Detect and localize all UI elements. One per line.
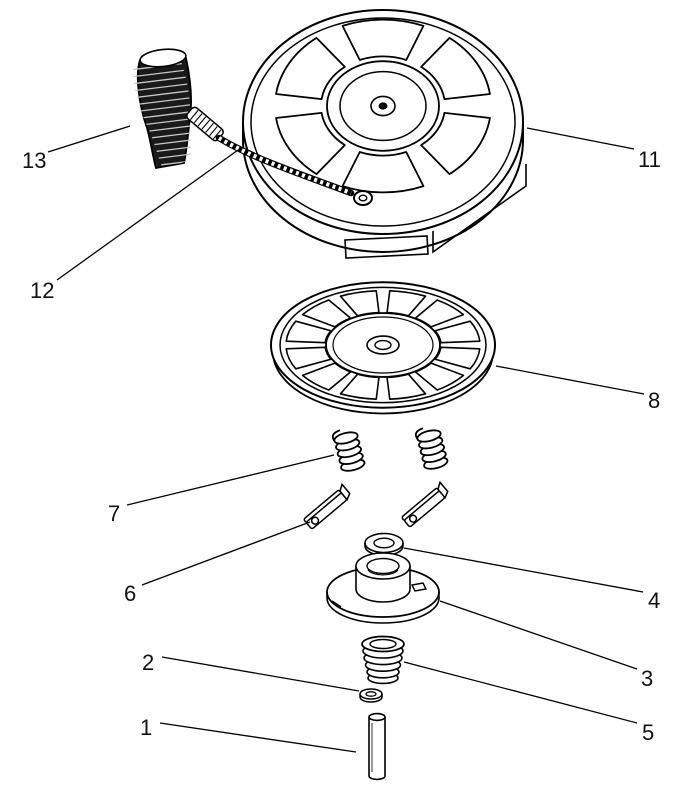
rope-anchor bbox=[186, 106, 224, 142]
callout-5-line bbox=[403, 661, 638, 724]
callout-8: 8 bbox=[495, 365, 660, 413]
callout-6-line bbox=[141, 521, 311, 586]
callout-1-line bbox=[159, 722, 357, 753]
callout-13-label: 13 bbox=[22, 148, 46, 173]
callout-6: 6 bbox=[124, 521, 311, 606]
callout-2: 2 bbox=[142, 650, 360, 692]
callout-8-line bbox=[495, 365, 645, 395]
callout-1-label: 1 bbox=[140, 715, 152, 740]
small-washer-drawing bbox=[359, 688, 383, 703]
starter-rope-drawing bbox=[215, 134, 373, 206]
callout-5-label: 5 bbox=[642, 720, 654, 745]
pivot-pin-drawing bbox=[368, 712, 386, 781]
callout-4-label: 4 bbox=[648, 588, 660, 613]
callout-7-line bbox=[126, 454, 335, 506]
callout-11-label: 11 bbox=[638, 147, 661, 172]
return-spring-left bbox=[331, 429, 367, 474]
return-spring-right bbox=[414, 427, 450, 472]
callout-13: 13 bbox=[22, 125, 131, 173]
callout-12: 12 bbox=[30, 149, 239, 303]
callout-3-label: 3 bbox=[641, 666, 653, 691]
callout-3: 3 bbox=[439, 600, 653, 691]
callout-12-line bbox=[56, 149, 239, 281]
callout-11-line bbox=[526, 127, 635, 150]
callout-4: 4 bbox=[403, 547, 660, 613]
callout-2-label: 2 bbox=[142, 650, 154, 675]
callout-13-line bbox=[47, 125, 131, 153]
flat-washer-drawing bbox=[364, 532, 404, 557]
recoil-housing-drawing bbox=[242, 9, 527, 259]
callout-4-line bbox=[403, 547, 644, 593]
starter-handle-drawing bbox=[130, 48, 224, 170]
callout-6-label: 6 bbox=[124, 581, 136, 606]
pulley-retainer-drawing bbox=[326, 552, 440, 624]
callout-11: 11 bbox=[526, 127, 661, 172]
rope-pulley-drawing bbox=[271, 282, 495, 415]
callout-7: 7 bbox=[108, 454, 335, 526]
callout-2-line bbox=[161, 656, 360, 692]
callout-8-label: 8 bbox=[648, 388, 660, 413]
callouts-layer: 13 12 11 8 7 6 4 3 bbox=[22, 125, 661, 753]
callout-12-label: 12 bbox=[30, 278, 54, 303]
starter-pawl-left bbox=[303, 482, 351, 530]
starter-pawl-right bbox=[401, 480, 449, 528]
callout-7-label: 7 bbox=[108, 501, 120, 526]
callout-5: 5 bbox=[403, 661, 654, 745]
callout-3-line bbox=[439, 600, 638, 670]
callout-1: 1 bbox=[140, 715, 357, 753]
brake-spring-drawing bbox=[361, 635, 405, 685]
